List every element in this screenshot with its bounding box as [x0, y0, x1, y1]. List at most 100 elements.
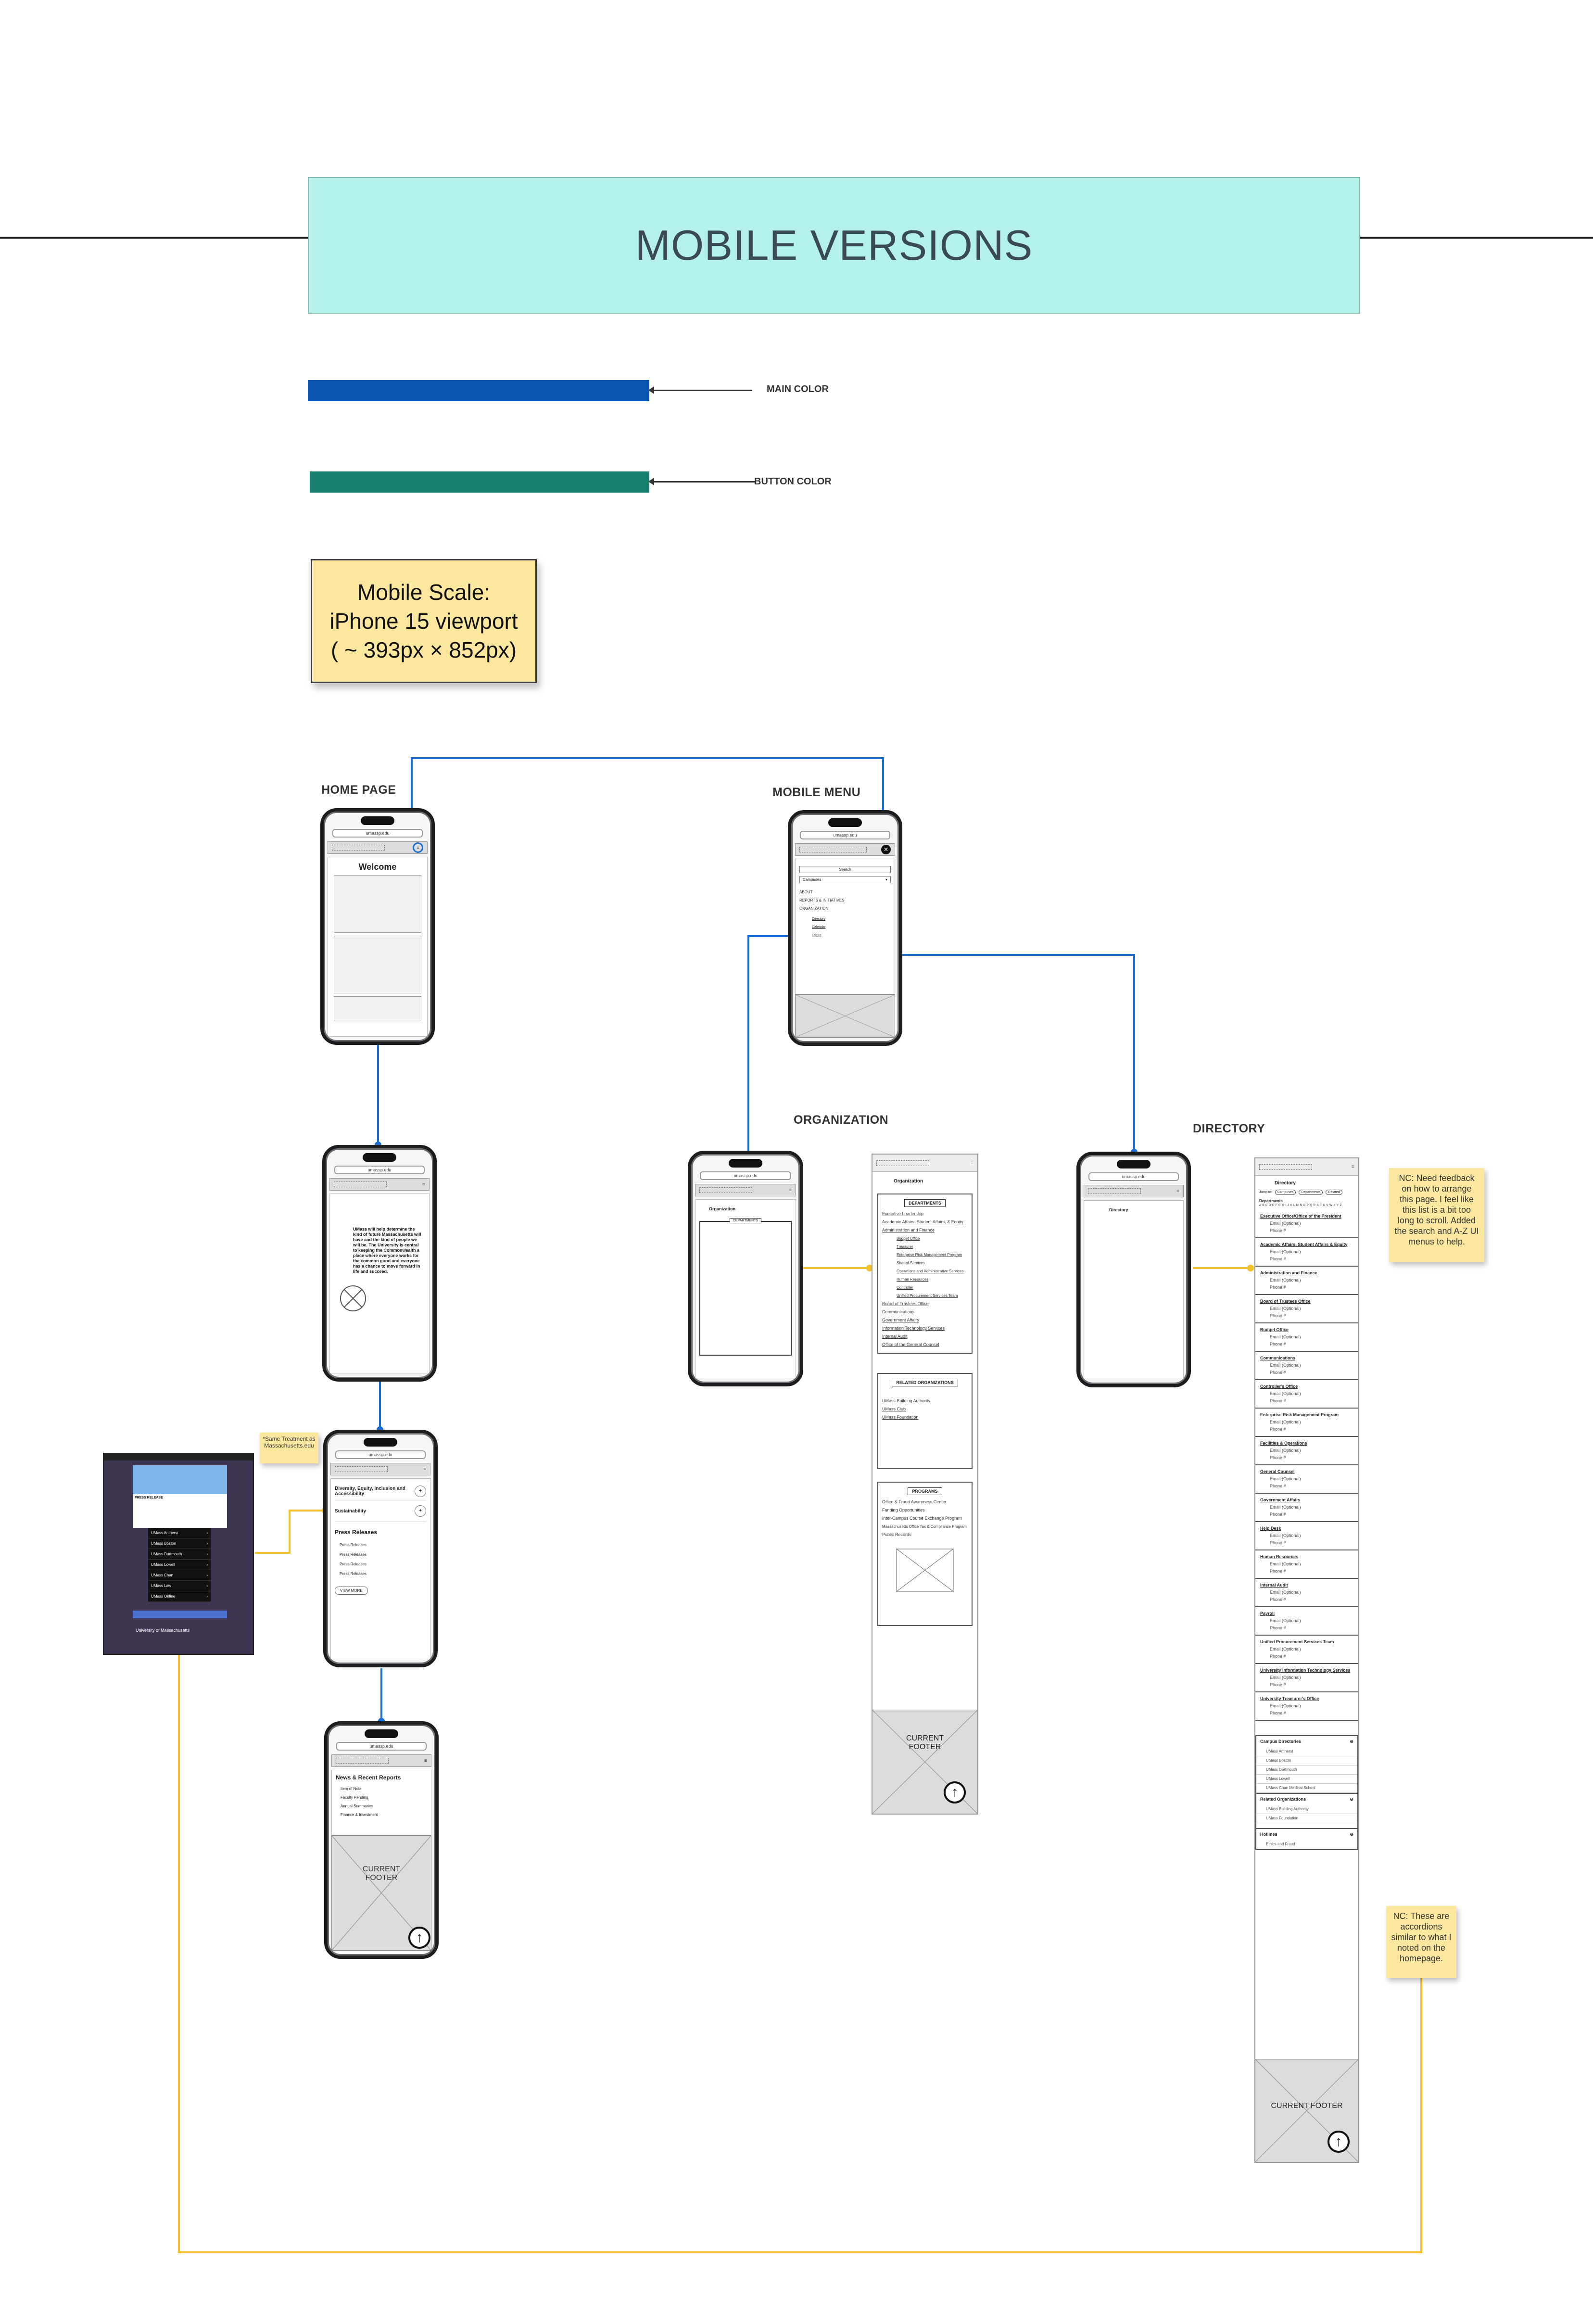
related-link[interactable]: UMass Building Authority — [882, 1398, 931, 1403]
url-bar[interactable]: umassp.edu — [334, 1166, 425, 1174]
url-bar[interactable]: umassp.edu — [800, 831, 890, 839]
directory-entry-email[interactable]: Email (Optional) — [1270, 1618, 1301, 1623]
directory-entry-phone[interactable]: Phone # — [1270, 1512, 1286, 1517]
directory-entry-title[interactable]: Academic Affairs, Student Affairs & Equi… — [1260, 1242, 1348, 1247]
minus-icon[interactable]: ⊖ — [1350, 1797, 1353, 1802]
dept-link[interactable]: Academic Affairs, Student Affairs, & Equ… — [882, 1219, 963, 1224]
related-link[interactable]: UMass Foundation — [882, 1415, 919, 1420]
ref-campus-row[interactable]: UMass Chan› — [148, 1570, 211, 1581]
menu-icon[interactable]: ≡ — [1351, 1164, 1354, 1170]
url-bar[interactable]: umassp.edu — [700, 1171, 791, 1180]
directory-entry-title[interactable]: University Information Technology Servic… — [1260, 1668, 1351, 1673]
logo-placeholder[interactable] — [334, 1181, 387, 1187]
press-item[interactable]: Press Releases — [340, 1572, 367, 1576]
directory-entry-email[interactable]: Email (Optional) — [1270, 1334, 1301, 1339]
menu-icon[interactable]: ≡ — [423, 1466, 426, 1472]
directory-entry-email[interactable]: Email (Optional) — [1270, 1647, 1301, 1651]
dept-link[interactable]: Office of the General Counsel — [882, 1342, 939, 1347]
menu-icon[interactable]: ≡ — [413, 842, 423, 853]
directory-entry-phone[interactable]: Phone # — [1270, 1370, 1286, 1375]
directory-entry-email[interactable]: Email (Optional) — [1270, 1391, 1301, 1396]
directory-entry-email[interactable]: Email (Optional) — [1270, 1562, 1301, 1566]
directory-entry-phone[interactable]: Phone # — [1270, 1711, 1286, 1715]
menu-subitem[interactable]: Log In — [812, 934, 822, 937]
program-link[interactable]: Public Records — [882, 1532, 911, 1537]
accordion-item[interactable]: UMass Lowell — [1256, 1775, 1357, 1784]
press-item[interactable]: Press Releases — [340, 1562, 367, 1566]
jump-button[interactable]: Related — [1326, 1190, 1342, 1195]
dept-link[interactable]: Internal Audit — [882, 1334, 908, 1339]
alphabet-nav[interactable]: A B C D E F G H I J K L M N O P Q R S T … — [1259, 1204, 1342, 1207]
dept-link[interactable]: Operations and Administrative Services — [897, 1269, 964, 1273]
back-to-top-icon[interactable]: ↑ — [944, 1781, 966, 1803]
dept-link[interactable]: Government Affairs — [882, 1318, 919, 1322]
press-item[interactable]: Press Releases — [340, 1552, 367, 1557]
program-link[interactable]: Inter-Campus Course Exchange Program — [882, 1516, 962, 1521]
directory-entry-email[interactable]: Email (Optional) — [1270, 1448, 1301, 1453]
menu-item[interactable]: REPORTS & INITIATIVES — [799, 898, 845, 902]
directory-entry-email[interactable]: Email (Optional) — [1270, 1675, 1301, 1680]
ref-campus-row[interactable]: UMass Boston› — [148, 1538, 211, 1549]
ref-campus-row[interactable]: UMass Law› — [148, 1581, 211, 1591]
directory-entry-email[interactable]: Email (Optional) — [1270, 1476, 1301, 1481]
directory-entry-email[interactable]: Email (Optional) — [1270, 1590, 1301, 1595]
logo-placeholder[interactable] — [699, 1187, 752, 1193]
program-link[interactable]: Funding Opportunities — [882, 1508, 925, 1512]
dept-link[interactable]: Information Technology Services — [882, 1326, 945, 1331]
dept-link[interactable]: Human Resources — [897, 1277, 929, 1282]
directory-entry-email[interactable]: Email (Optional) — [1270, 1363, 1301, 1368]
logo-placeholder[interactable] — [1259, 1164, 1312, 1170]
logo-placeholder[interactable] — [336, 1758, 389, 1764]
directory-entry-title[interactable]: Administration and Finance — [1260, 1270, 1317, 1275]
view-more-button[interactable]: VIEW MORE — [335, 1587, 368, 1595]
directory-entry-phone[interactable]: Phone # — [1270, 1682, 1286, 1687]
program-link[interactable]: Massachusetts Office Tax & Compliance Pr… — [882, 1524, 967, 1529]
directory-entry-email[interactable]: Email (Optional) — [1270, 1505, 1301, 1510]
directory-entry-email[interactable]: Email (Optional) — [1270, 1533, 1301, 1538]
directory-entry-email[interactable]: Email (Optional) — [1270, 1278, 1301, 1283]
directory-entry-phone[interactable]: Phone # — [1270, 1484, 1286, 1488]
directory-entry-phone[interactable]: Phone # — [1270, 1626, 1286, 1630]
program-link[interactable]: Office & Fraud Awareness Center — [882, 1499, 947, 1504]
dept-link[interactable]: Communications — [882, 1309, 915, 1314]
dept-link[interactable]: Unified Procurement Services Team — [897, 1294, 958, 1298]
logo-placeholder[interactable] — [332, 845, 385, 851]
directory-entry-phone[interactable]: Phone # — [1270, 1569, 1286, 1574]
directory-entry-title[interactable]: Executive Office/Office of the President — [1260, 1214, 1341, 1219]
dept-link[interactable]: Board of Trustees Office — [882, 1301, 929, 1306]
back-to-top-icon[interactable]: ↑ — [408, 1927, 430, 1949]
close-icon[interactable]: ✕ — [881, 845, 891, 854]
logo-placeholder[interactable] — [1088, 1188, 1141, 1194]
news-item[interactable]: Finance & Investment — [341, 1813, 378, 1817]
directory-entry-phone[interactable]: Phone # — [1270, 1285, 1286, 1290]
ref-campus-row[interactable]: UMass Online› — [148, 1591, 211, 1602]
menu-item[interactable]: ABOUT — [799, 890, 813, 894]
menu-dropdown[interactable]: Campuses ▾ — [799, 876, 891, 883]
url-bar[interactable]: umassp.edu — [1088, 1172, 1179, 1181]
jump-button[interactable]: Campuses — [1275, 1190, 1296, 1195]
directory-entry-email[interactable]: Email (Optional) — [1270, 1249, 1301, 1254]
minus-icon[interactable]: ⊖ — [1350, 1739, 1353, 1744]
accordion-header[interactable]: Campus Directories⊖ — [1256, 1736, 1357, 1747]
related-link[interactable]: UMass Club — [882, 1407, 906, 1411]
dept-link[interactable]: Executive Leadership — [882, 1211, 924, 1216]
url-bar[interactable]: umassp.edu — [336, 1742, 427, 1751]
directory-entry-title[interactable]: Unified Procurement Services Team — [1260, 1639, 1334, 1644]
accordion-item[interactable]: UMass Chan Medical School — [1256, 1784, 1357, 1793]
directory-entry-title[interactable]: Government Affairs — [1260, 1498, 1301, 1502]
dept-link[interactable]: Enterprise Risk Management Program — [897, 1253, 962, 1257]
directory-entry-phone[interactable]: Phone # — [1270, 1427, 1286, 1432]
dept-link[interactable]: Administration and Finance — [882, 1228, 935, 1232]
menu-subitem[interactable]: Calendar — [812, 926, 826, 929]
directory-entry-title[interactable]: Human Resources — [1260, 1554, 1299, 1559]
menu-subitem[interactable]: Directory — [812, 917, 826, 921]
directory-entry-phone[interactable]: Phone # — [1270, 1342, 1286, 1346]
directory-entry-title[interactable]: Board of Trustees Office — [1260, 1299, 1311, 1304]
directory-entry-title[interactable]: Payroll — [1260, 1611, 1275, 1616]
directory-entry-title[interactable]: University Treasurer's Office — [1260, 1696, 1319, 1701]
directory-entry-phone[interactable]: Phone # — [1270, 1398, 1286, 1403]
menu-icon[interactable]: ≡ — [422, 1181, 425, 1187]
directory-entry-phone[interactable]: Phone # — [1270, 1540, 1286, 1545]
directory-entry-title[interactable]: Help Desk — [1260, 1526, 1281, 1531]
back-to-top-icon[interactable]: ↑ — [1328, 2131, 1350, 2153]
